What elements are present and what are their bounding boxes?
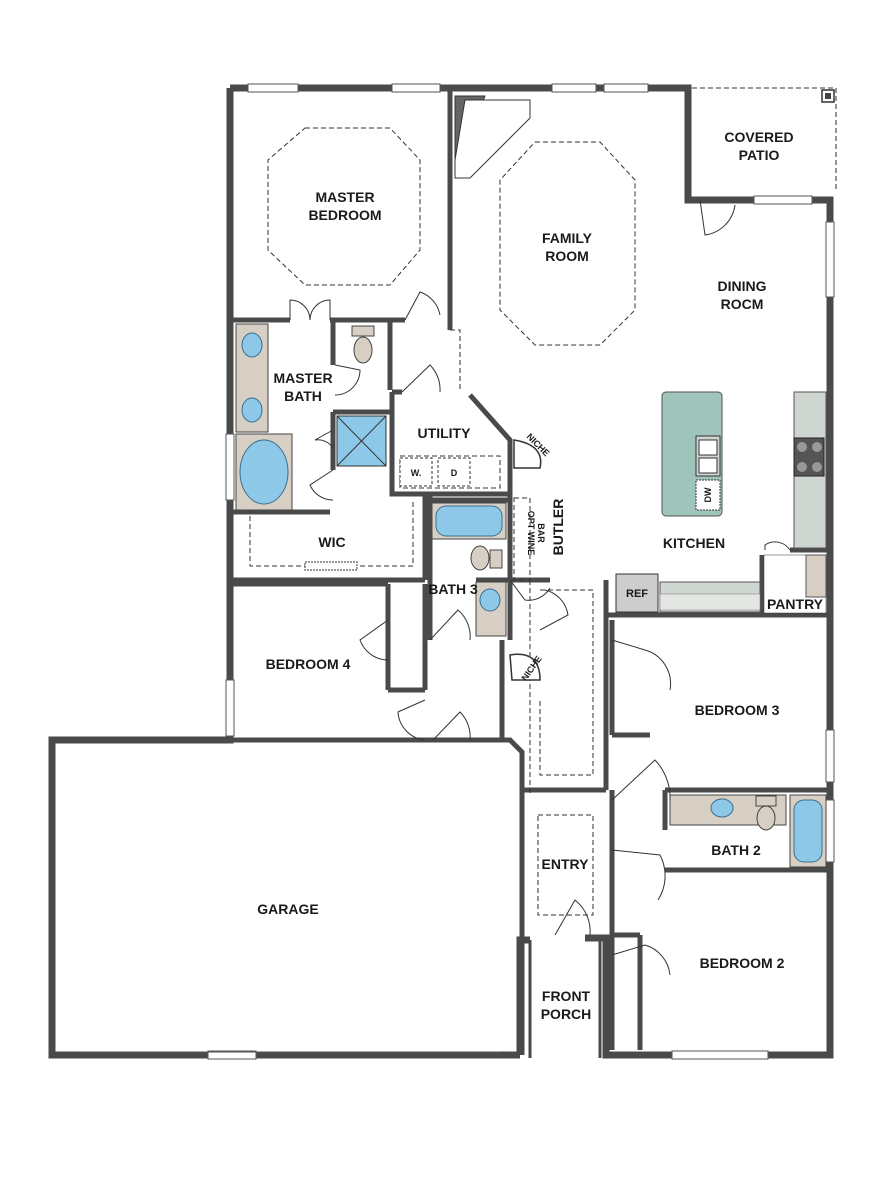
bath2-fixtures [669,794,827,868]
dining-room-label-2: ROCM [721,296,764,312]
fireplace [454,95,531,179]
dishwasher-label: DW [703,487,713,502]
bedroom2-label: BEDROOM 2 [700,955,785,971]
dining-room-label-1: DINING [718,278,767,294]
bath3-fixtures [431,502,507,637]
front-porch-label-2: PORCH [541,1006,592,1022]
bath3-label: BATH 3 [428,581,478,597]
covered-patio-label-2: PATIO [739,147,780,163]
master-bath-label-2: BATH [284,388,322,404]
entry-label: ENTRY [542,856,590,872]
butler-area [509,439,542,681]
utility-label: UTILITY [418,425,472,441]
wic-label: WIC [318,534,345,550]
master-bedroom-label-1: MASTER [315,189,374,205]
utility-appliances [399,457,471,487]
doors [289,199,791,1058]
family-room-label-2: ROOM [545,248,589,264]
butler-label: BUTLER [550,499,566,556]
front-porch-label-1: FRONT [542,988,591,1004]
garage-label: GARAGE [257,901,318,917]
interior-walls [232,90,830,1050]
master-bath-label-1: MASTER [273,370,332,386]
windows [80,83,835,1060]
dryer-label: D [451,468,458,478]
family-room-label-1: FAMILY [542,230,593,246]
opt-wine-label-1: OPT WINE [526,511,536,556]
opt-wine-label-2: BAR [536,523,546,543]
bath2-label: BATH 2 [711,842,761,858]
master-bath-fixtures [235,323,387,571]
master-bedroom-label-2: BEDROOM [308,207,381,223]
kitchen-fixtures [615,391,827,614]
bedroom3-label: BEDROOM 3 [695,702,780,718]
kitchen-label: KITCHEN [663,535,725,551]
washer-label: W. [411,468,422,478]
refrigerator-label: REF [626,588,648,600]
pantry-label: PANTRY [767,596,824,612]
covered-patio-label-1: COVERED [724,129,793,145]
room-labels: COVERED PATIO MASTER BEDROOM FAMILY ROOM… [257,129,823,1022]
bedroom4-label: BEDROOM 4 [266,656,351,672]
covered-patio-outline [692,87,837,192]
